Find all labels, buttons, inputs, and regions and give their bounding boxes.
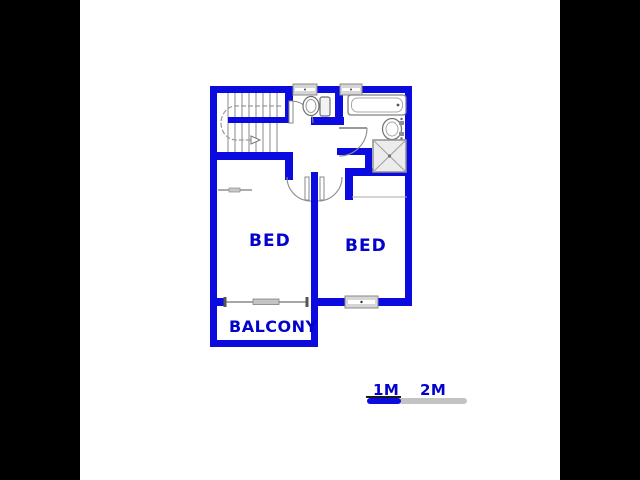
scale-2m-label: 2M [420,381,447,399]
left-matte-bar [0,0,80,480]
doors [286,100,368,202]
wall-left [210,86,217,347]
wall-wc-bottom [311,117,344,125]
shower-icon [372,139,407,173]
bathtub-icon [347,94,407,116]
window-bed-right [344,295,379,309]
wall-stair-bottom [210,152,293,160]
wall-wc-bath-divider [335,93,343,125]
bed-right-label: BED [345,236,387,256]
bathroom-door [338,127,368,157]
wall-bottom-mid [311,298,347,306]
window-top-left [292,83,318,96]
wall-bottom-right [378,298,412,306]
bed-left-door [286,176,312,202]
wall-bed2-stub [345,168,353,200]
basin-icon [381,117,404,141]
wall-stair-right-lower [285,152,293,180]
bed-right-door [317,176,343,202]
toilet-icon [302,95,331,117]
scale-bar-blue-segment [367,398,401,404]
wall-balcony-bottom [210,340,318,347]
scale-1m-label: 1M [373,381,400,399]
balcony-label: BALCONY [229,317,318,336]
closet-lines [218,187,407,198]
stair-direction-arrow [220,105,281,145]
stair-rail [228,117,285,123]
wall-bottom-left-stub [210,298,225,306]
balcony-sliding-door [223,297,309,307]
window-top-right [339,83,363,96]
bed-left-label: BED [249,231,291,251]
wall-right [405,86,412,305]
wall-bath-duct [365,148,372,176]
right-matte-bar [560,0,640,480]
windows [223,83,379,309]
scale-bar-tick-line [366,396,401,398]
interior-walls [210,86,412,347]
wall-bedroom-divider [311,172,318,347]
scale-bar-gray-segment [399,398,467,404]
